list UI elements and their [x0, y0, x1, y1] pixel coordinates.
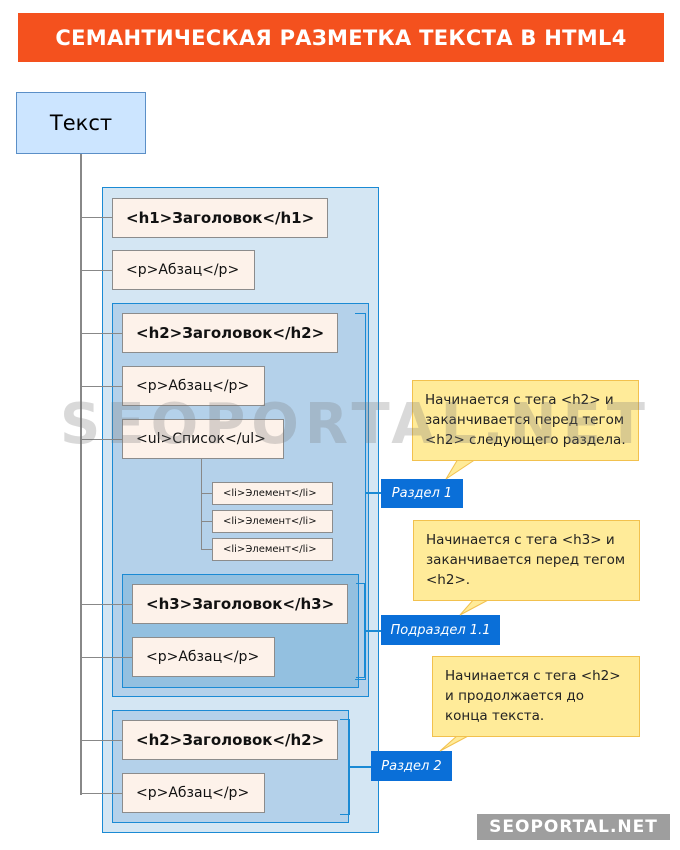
p-tag: <p>Абзац</p> [132, 637, 275, 677]
bracket-tick [366, 492, 381, 494]
connector [81, 604, 132, 605]
connector [202, 521, 212, 522]
li-tag: <li>Элемент</li> [212, 538, 333, 561]
tree-trunk-line [80, 154, 82, 795]
section-1-callout: Начинается с тега <h2> и заканчивается п… [412, 380, 639, 461]
h2-tag: <h2>Заголовок</h2> [122, 720, 338, 760]
callout-pointer [445, 458, 478, 480]
callout-pointer [439, 734, 471, 752]
watermark-badge: SEOPORTAL.NET [477, 814, 670, 840]
subsection-bracket [356, 583, 365, 678]
h3-tag: <h3>Заголовок</h3> [132, 584, 348, 624]
h2-tag: <h2>Заголовок</h2> [122, 313, 338, 353]
section-2-callout: Начинается с тега <h2> и продолжается до… [432, 656, 640, 737]
watermark: SEOPORTAL.NET [60, 392, 651, 457]
connector [81, 793, 122, 794]
connector [81, 657, 132, 658]
p-tag: <p>Абзац</p> [122, 773, 265, 813]
connector [81, 439, 122, 440]
li-tag: <li>Элемент</li> [212, 482, 333, 505]
page-title: СЕМАНТИЧЕСКАЯ РАЗМЕТКА ТЕКСТА В HTML4 [18, 13, 664, 62]
connector [81, 386, 122, 387]
p-tag: <p>Абзац</p> [122, 366, 265, 406]
connector [202, 549, 212, 550]
section-2-bracket [340, 719, 350, 815]
bracket-tick [350, 766, 371, 768]
connector [81, 740, 122, 741]
list-branch-line [201, 459, 202, 550]
section-1-bracket [355, 313, 366, 680]
ul-tag: <ul>Список</ul> [122, 419, 284, 459]
li-tag: <li>Элемент</li> [212, 510, 333, 533]
connector [81, 270, 112, 271]
connector [81, 217, 112, 218]
callout-pointer [459, 598, 491, 616]
bracket-tick [365, 630, 381, 632]
h1-tag: <h1>Заголовок</h1> [112, 198, 328, 238]
connector [202, 493, 212, 494]
connector [81, 333, 122, 334]
p-tag: <p>Абзац</p> [112, 250, 255, 290]
section-2-label: Раздел 2 [371, 751, 452, 781]
section-1-label: Раздел 1 [381, 479, 463, 508]
subsection-label: Подраздел 1.1 [381, 615, 500, 645]
subsection-callout: Начинается с тега <h3> и заканчивается п… [413, 520, 640, 601]
root-text-node: Текст [16, 92, 146, 154]
